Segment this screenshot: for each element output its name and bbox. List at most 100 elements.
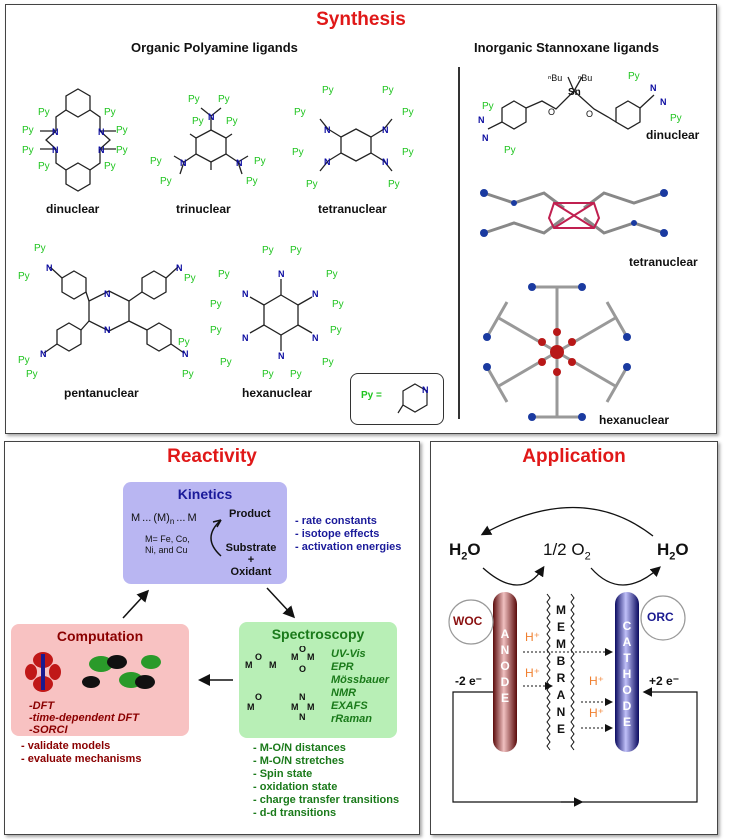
svg-text:N: N bbox=[52, 145, 59, 155]
svg-text:N: N bbox=[299, 712, 306, 722]
svg-text:N: N bbox=[312, 333, 319, 343]
computation-box: Computation -DFT-time-dependent DFT-SORC… bbox=[11, 624, 189, 736]
svg-text:Py: Py bbox=[18, 271, 30, 282]
kinetics-formula: M...(M)n...M bbox=[131, 512, 197, 527]
inorganic-header: Inorganic Stannoxane ligands bbox=[474, 40, 659, 55]
proton-label-1: H⁺ bbox=[525, 630, 540, 644]
svg-text:Py: Py bbox=[290, 369, 302, 380]
reactivity-title: Reactivity bbox=[167, 446, 257, 467]
computation-title: Computation bbox=[56, 628, 144, 644]
kinetics-metals: M= Fe, Co,Ni, and Cu bbox=[145, 534, 190, 555]
svg-text:N: N bbox=[324, 157, 331, 167]
svg-text:N: N bbox=[98, 145, 105, 155]
svg-text:N: N bbox=[40, 349, 47, 359]
organic-trinuclear-label: trinuclear bbox=[176, 202, 231, 216]
kinetics-box: Kinetics M...(M)n...M M= Fe, Co,Ni, and … bbox=[123, 482, 287, 584]
svg-text:Py: Py bbox=[210, 299, 222, 310]
svg-text:Py: Py bbox=[382, 85, 394, 96]
svg-text:N: N bbox=[236, 158, 243, 168]
proton-label-2: H⁺ bbox=[525, 666, 540, 680]
svg-text:Py: Py bbox=[22, 125, 34, 136]
svg-text:Py: Py bbox=[322, 85, 334, 96]
kinetics-cycle-arrow bbox=[210, 519, 222, 557]
woc-label: WOC bbox=[453, 614, 483, 628]
svg-text:O: O bbox=[255, 692, 262, 702]
svg-text:Py: Py bbox=[38, 161, 50, 172]
proton-label-4: H⁺ bbox=[589, 706, 604, 720]
svg-text:M: M bbox=[291, 702, 299, 712]
svg-text:ⁿBu: ⁿBu bbox=[578, 73, 592, 83]
svg-text:N: N bbox=[482, 133, 489, 143]
svg-text:N: N bbox=[104, 325, 111, 335]
svg-text:N: N bbox=[98, 127, 105, 137]
svg-text:N: N bbox=[104, 289, 111, 299]
svg-text:N: N bbox=[382, 157, 389, 167]
svg-text:Py: Py bbox=[150, 156, 162, 167]
svg-text:Py: Py bbox=[306, 179, 318, 190]
svg-text:N: N bbox=[660, 97, 667, 107]
pyridine-key-label: Py = bbox=[361, 390, 382, 401]
svg-text:Py: Py bbox=[184, 273, 196, 284]
svg-text:Py: Py bbox=[210, 325, 222, 336]
stannoxane-tetranuclear-structure bbox=[480, 189, 668, 237]
svg-text:N: N bbox=[382, 125, 389, 135]
orbital-images bbox=[25, 652, 161, 692]
inorganic-hexanuclear-label: hexanuclear bbox=[599, 413, 670, 427]
fuel-cell-diagram bbox=[448, 506, 698, 807]
water-right: H2O bbox=[657, 540, 689, 563]
svg-text:Py: Py bbox=[330, 325, 342, 336]
svg-text:Py: Py bbox=[246, 176, 258, 187]
svg-text:Py: Py bbox=[254, 156, 266, 167]
svg-text:N: N bbox=[180, 158, 187, 168]
svg-text:O: O bbox=[586, 109, 593, 119]
kinetics-points: - rate constants- isotope effects- activ… bbox=[295, 515, 402, 553]
svg-text:Py: Py bbox=[504, 145, 516, 156]
svg-text:M: M bbox=[307, 702, 315, 712]
reactivity-cycle-arrows bbox=[122, 587, 296, 686]
spectroscopy-points: - M-O/N distances- M-O/N stretches- Spin… bbox=[253, 742, 400, 819]
svg-text:Py: Py bbox=[482, 101, 494, 112]
proton-label-3: H⁺ bbox=[589, 674, 604, 688]
svg-text:N: N bbox=[278, 269, 285, 279]
svg-text:Py: Py bbox=[332, 299, 344, 310]
oxygen-label: 1/2 O2 bbox=[543, 540, 591, 563]
svg-text:M: M bbox=[245, 660, 253, 670]
svg-text:Py: Py bbox=[116, 125, 128, 136]
svg-text:N: N bbox=[299, 692, 306, 702]
svg-text:Py: Py bbox=[402, 147, 414, 158]
svg-text:Py: Py bbox=[104, 107, 116, 118]
svg-text:N: N bbox=[278, 351, 285, 361]
reactivity-panel: Reactivity Kinetics M...(M)n...M M= Fe, … bbox=[4, 441, 420, 835]
svg-text:Py: Py bbox=[292, 147, 304, 158]
svg-text:N: N bbox=[650, 83, 657, 93]
svg-text:Py: Py bbox=[262, 245, 274, 256]
orc-label: ORC bbox=[647, 610, 674, 624]
svg-text:Py: Py bbox=[18, 355, 30, 366]
svg-text:O: O bbox=[299, 646, 306, 654]
svg-text:M: M bbox=[247, 702, 255, 712]
computation-methods: -DFT-time-dependent DFT-SORCI bbox=[29, 700, 139, 736]
svg-text:N: N bbox=[182, 349, 189, 359]
svg-text:Py: Py bbox=[192, 116, 204, 127]
inorganic-tetranuclear-label: tetranuclear bbox=[629, 255, 698, 269]
svg-text:Py: Py bbox=[326, 269, 338, 280]
pyridine-ring-icon: N bbox=[397, 383, 429, 414]
svg-text:Py: Py bbox=[290, 245, 302, 256]
svg-text:Py: Py bbox=[38, 107, 50, 118]
svg-text:Py: Py bbox=[160, 176, 172, 187]
svg-text:N: N bbox=[422, 385, 429, 395]
svg-text:Py: Py bbox=[182, 369, 194, 380]
kinetics-product: Product bbox=[229, 508, 271, 520]
svg-text:Py: Py bbox=[226, 116, 238, 127]
svg-text:Py: Py bbox=[22, 145, 34, 156]
